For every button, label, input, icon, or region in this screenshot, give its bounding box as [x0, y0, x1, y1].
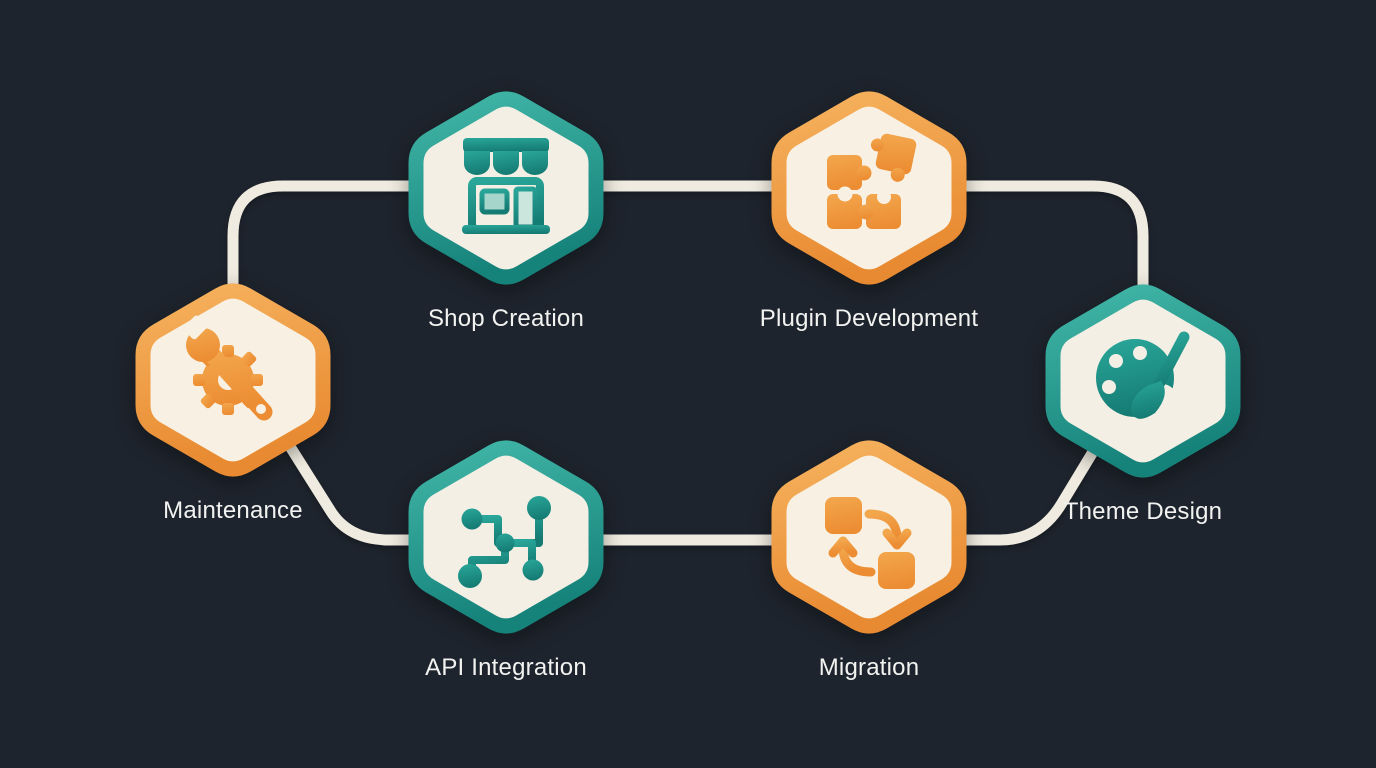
- node-label-maintenance: Maintenance: [163, 497, 303, 524]
- network-nodes-icon: [458, 496, 551, 588]
- storefront-icon: [462, 138, 550, 234]
- hexagon-shop-creation: [408, 91, 604, 285]
- node-shop-creation: Shop Creation: [376, 85, 636, 333]
- hexagon-theme-design: [1045, 284, 1241, 478]
- wrench-gear-icon: [183, 315, 273, 421]
- node-label-api-integration: API Integration: [425, 654, 587, 681]
- node-label-shop-creation: Shop Creation: [427, 305, 585, 332]
- palette-brush-icon: [1096, 331, 1190, 419]
- node-maintenance: Maintenance: [103, 277, 363, 525]
- hexagon-plugin-development: [771, 91, 967, 285]
- node-label-theme-design: Theme Design: [1063, 498, 1223, 525]
- sync-squares-icon: [825, 497, 915, 589]
- puzzle-pieces-icon: [827, 133, 917, 229]
- connector-right: [863, 180, 1149, 386]
- node-api-integration: API Integration: [376, 434, 636, 682]
- hexagon-migration: [771, 440, 967, 634]
- connector-left: [227, 180, 512, 386]
- connector-bottom: [239, 369, 1111, 546]
- hexagon-api-integration: [408, 440, 604, 634]
- hexagon-maintenance: [135, 283, 331, 477]
- node-label-migration: Migration: [818, 654, 920, 681]
- node-plugin-development: Plugin Development: [739, 85, 999, 333]
- node-label-plugin-development: Plugin Development: [759, 305, 979, 332]
- node-theme-design: Theme Design: [1013, 278, 1273, 526]
- node-migration: Migration: [739, 434, 999, 682]
